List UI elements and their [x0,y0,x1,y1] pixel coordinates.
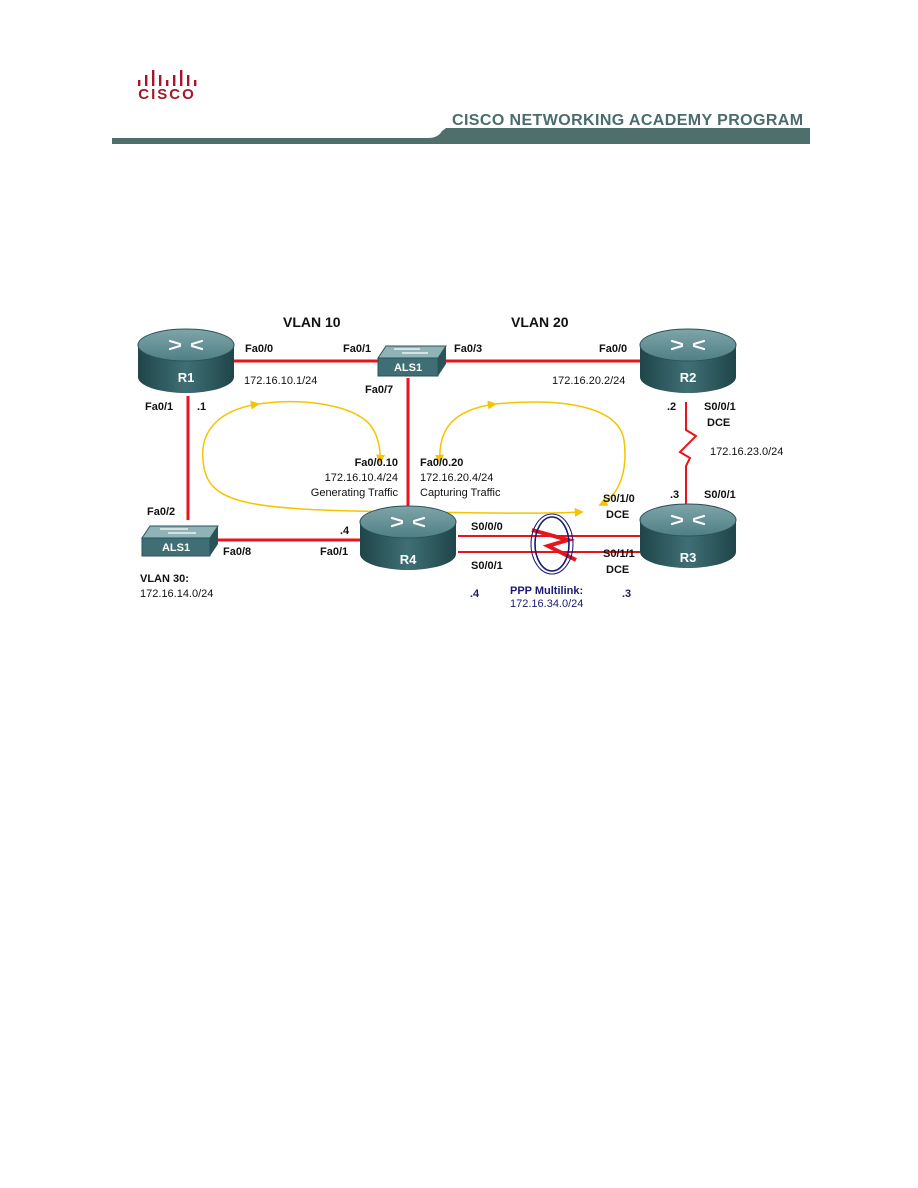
sub20-note-label: Capturing Traffic [420,487,501,499]
vlan20-heading: VLAN 20 [511,314,569,330]
sub20-ip-label: 172.16.20.4/24 [420,472,493,484]
r4-fa01-label: Fa0/1 [320,546,348,558]
als1-bottom-label: ALS1 [162,542,190,554]
switch-als1-bottom: ALS1 [141,525,219,557]
multilink-circle [534,516,570,572]
r4-label: R4 [400,552,417,567]
router-r2: R2 [639,328,737,393]
vlan30-label: VLAN 30: [140,573,189,585]
r4-s000-label: S0/0/0 [471,521,503,533]
r3-s010-dce-label: DCE [606,509,629,521]
net-23-label: 172.16.23.0/24 [710,446,783,458]
traffic-arrows [202,400,626,517]
traffic-loop-vlan20 [435,400,497,464]
serial-links [458,402,698,562]
router-r3: R3 [639,503,737,568]
switch-als1-top: ALS1 [377,345,447,377]
als1b-fa08-label: Fa0/8 [223,546,251,558]
r3-s010-label: S0/1/0 [603,493,635,505]
program-title: CISCO NETWORKING ACADEMY PROGRAM [452,112,804,129]
r4-s001-label: S0/0/1 [471,560,503,572]
r3-label: R3 [680,550,697,565]
als1-fa07-label: Fa0/7 [365,384,393,396]
r2-dce-label: DCE [707,417,730,429]
r3-s011-label: S0/1/1 [603,548,635,560]
ml-r4-host-label: .4 [470,588,480,600]
r1-fa01-label: Fa0/1 [145,401,173,413]
r1-label: R1 [178,370,195,385]
r2-host-label: .2 [667,401,676,413]
r3-s011-dce-label: DCE [606,564,629,576]
als1-top-label: ALS1 [394,362,422,374]
r2-s001-label: S0/0/1 [704,401,736,413]
cisco-logo-bars [138,70,197,86]
r1-ip-label: 172.16.10.1/24 [244,375,317,387]
traffic-loop-vlan10-return [257,400,386,464]
cisco-logo-text: CISCO [138,86,196,103]
header-rule [112,128,810,144]
vlan30-net-label: 172.16.14.0/24 [140,588,213,600]
ml-r3-host-label: .3 [622,588,631,600]
vlan10-heading: VLAN 10 [283,314,341,330]
sub20-name-label: Fa0/0.20 [420,457,463,469]
als1-fa01-label: Fa0/1 [343,343,371,355]
traffic-loop-vlan10 [202,400,412,517]
als1b-fa02-label: Fa0/2 [147,506,175,518]
traffic-loop-vlan20-right [494,401,626,506]
sub10-name-label: Fa0/0.10 [355,457,398,469]
sub10-note-label: Generating Traffic [311,487,399,499]
r2-label: R2 [680,370,697,385]
multilink-bolt [531,528,577,562]
r2-ip-label: 172.16.20.2/24 [552,375,625,387]
link-r2-r3-serial [678,402,698,506]
r4-host-label: .4 [340,525,350,537]
r1-host-label: .1 [197,401,206,413]
ml-title-label: PPP Multilink: [510,585,583,597]
ml-net-label: 172.16.34.0/24 [510,598,583,610]
sub10-ip-label: 172.16.10.4/24 [325,472,398,484]
r3-s001-label: S0/0/1 [704,489,736,501]
router-r4: R4 [359,505,457,570]
als1-fa03-label: Fa0/3 [454,343,482,355]
r1-fa00-label: Fa0/0 [245,343,273,355]
r3-host-label: .3 [670,489,679,501]
router-r1: R1 [137,328,235,393]
r2-fa00-label: Fa0/0 [599,343,627,355]
